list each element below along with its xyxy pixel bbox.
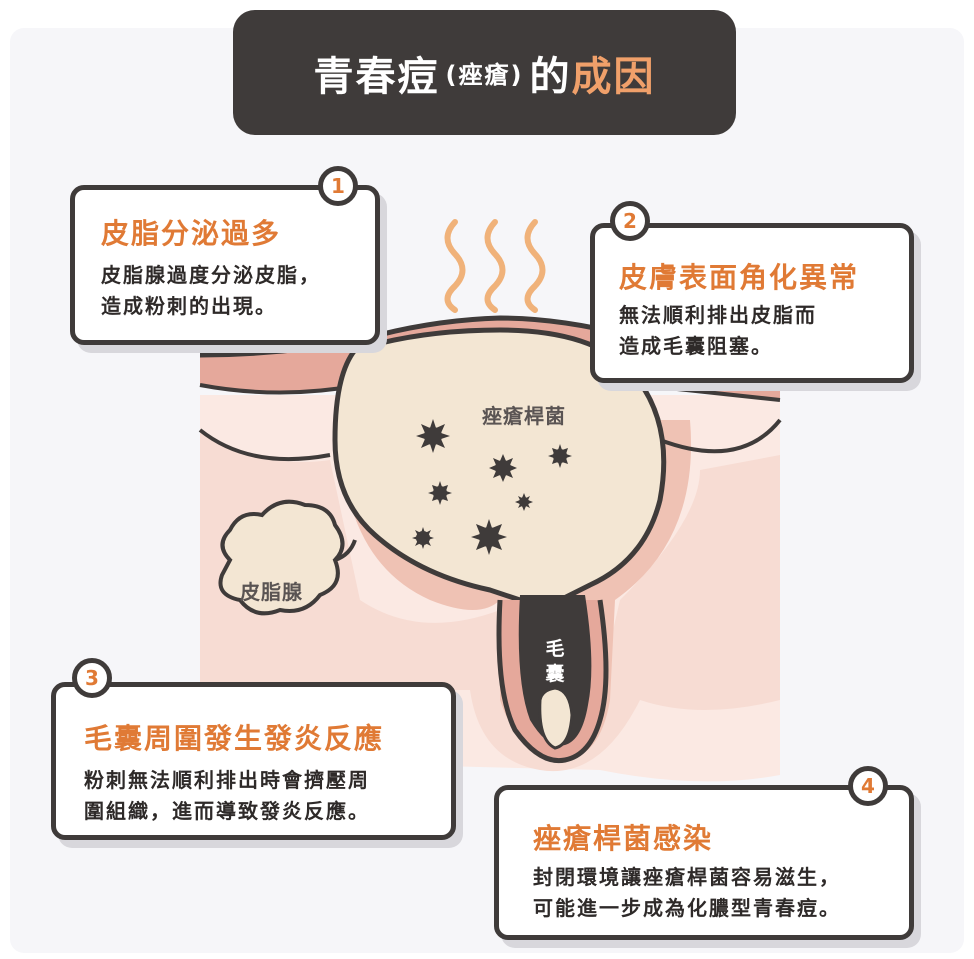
bacterium: [471, 519, 507, 555]
cause-card-2: 皮膚表面角化異常 無法順利排出皮脂而 造成毛囊阻塞。: [590, 223, 914, 383]
sebaceous-gland-label: 皮脂腺: [240, 580, 303, 604]
hair-bulb: [538, 686, 574, 750]
cause-card-3: 毛囊周圍發生發炎反應 粉刺無法順利排出時會擠壓周 圍組織，進而導致發炎反應。: [51, 682, 456, 840]
sebaceous-gland-shape: [218, 499, 345, 616]
bacterium: [412, 527, 434, 549]
description-line: 無法順利排出皮脂而: [619, 303, 817, 327]
bacterium: [515, 493, 533, 511]
steam-lines: [444, 219, 546, 313]
bacteria-cluster: [412, 419, 572, 555]
bacterium: [428, 481, 452, 505]
description-line: 皮脂腺過度分泌皮脂，: [101, 263, 321, 287]
description-line: 造成毛囊阻塞。: [619, 334, 773, 358]
bacterium: [489, 454, 517, 482]
description-line: 可能進一步成為化膿型青春痘。: [533, 896, 841, 920]
bacterium: [416, 419, 450, 453]
cause-description: 無法順利排出皮脂而 造成毛囊阻塞。: [619, 300, 817, 362]
description-line: 造成粉刺的出現。: [101, 294, 277, 318]
cause-heading: 毛囊周圍發生發炎反應: [84, 722, 385, 755]
cause-description: 皮脂腺過度分泌皮脂， 造成粉刺的出現。: [101, 260, 321, 322]
hair-follicle-inner: [518, 595, 592, 746]
number-badge-1: 1: [318, 166, 358, 206]
cause-card-1: 皮脂分泌過多 皮脂腺過度分泌皮脂， 造成粉刺的出現。: [70, 185, 380, 345]
description-line: 封閉環境讓痤瘡桿菌容易滋生，: [533, 865, 841, 889]
description-line: 粉刺無法順利排出時會擠壓周: [84, 768, 370, 792]
cause-heading: 皮脂分泌過多: [101, 217, 282, 250]
bacterium: [548, 444, 572, 468]
number-badge-4: 4: [848, 766, 888, 806]
cause-card-4: 痤瘡桿菌感染 封閉環境讓痤瘡桿菌容易滋生， 可能進一步成為化膿型青春痘。: [494, 785, 914, 940]
title-paren: (痤瘡): [445, 61, 524, 89]
cause-heading: 皮膚表面角化異常: [619, 261, 860, 294]
number-badge-2: 2: [610, 201, 650, 241]
number-badge-3: 3: [72, 658, 112, 698]
cause-description: 封閉環境讓痤瘡桿菌容易滋生， 可能進一步成為化膿型青春痘。: [533, 862, 841, 924]
cause-description: 粉刺無法順利排出時會擠壓周 圍組織，進而導致發炎反應。: [84, 765, 370, 827]
hair-follicle-label: 毛囊: [545, 638, 565, 685]
title-main: 青春痘: [313, 53, 440, 100]
cause-heading: 痤瘡桿菌感染: [533, 822, 714, 855]
description-line: 圍組織，進而導致發炎反應。: [84, 799, 370, 823]
title-connector: 的: [529, 53, 572, 100]
title-banner: 青春痘 (痤瘡) 的 成因: [233, 10, 736, 135]
bacteria-label: 痤瘡桿菌: [482, 404, 566, 428]
title-accent: 成因: [571, 53, 656, 100]
